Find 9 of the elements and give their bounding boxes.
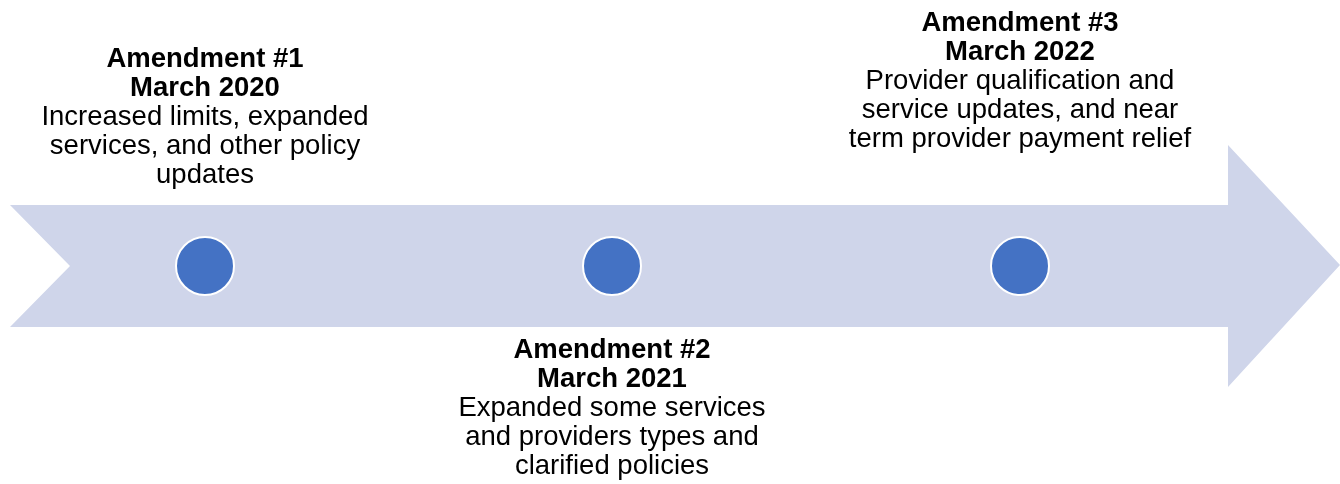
milestone-description: Provider qualification and service updates, and near term provider payment relief (847, 65, 1193, 152)
milestone-description: Expanded some services and providers types and clarified policies (457, 392, 767, 479)
milestone-title: Amendment #3 (921, 7, 1119, 36)
milestone-title: Amendment #1 (106, 43, 304, 72)
milestone-title: Amendment #2 (513, 334, 711, 363)
milestone-date: March 2022 (945, 36, 1095, 65)
milestone-date: March 2020 (130, 72, 280, 101)
milestone-description: Increased limits, expanded services, and other policy updates (40, 101, 370, 188)
milestone-date: March 2021 (537, 363, 687, 392)
